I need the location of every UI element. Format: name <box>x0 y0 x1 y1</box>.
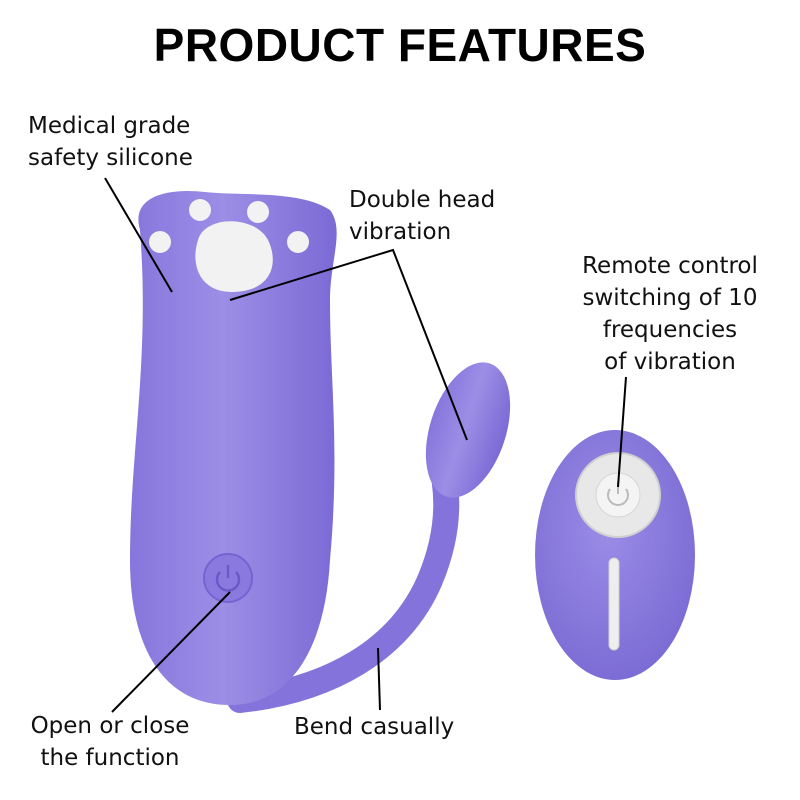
feature-remote-label: Remote control switching of 10 frequenci… <box>560 250 780 378</box>
label-line: the function <box>40 745 180 771</box>
feature-double-head-label: Double head vibration <box>349 184 495 248</box>
label-line: Double head <box>349 187 496 213</box>
label-line: Bend casually <box>294 714 455 740</box>
label-line: Open or close <box>30 713 190 739</box>
label-line: frequencies <box>602 317 738 343</box>
label-line: of vibration <box>604 349 736 375</box>
main-body <box>130 190 337 705</box>
feature-power-label: Open or close the function <box>10 710 210 774</box>
leader-lines <box>104 177 627 713</box>
label-line: safety silicone <box>28 145 193 171</box>
paw-print-icon <box>149 199 309 292</box>
feature-bend-label: Bend casually <box>294 711 454 743</box>
remote-indicator-slot <box>608 557 620 651</box>
label-line: Remote control <box>582 253 758 279</box>
page-title: PRODUCT FEATURES <box>153 19 647 71</box>
label-line: switching of 10 <box>582 285 758 311</box>
label-line: Medical grade <box>28 113 191 139</box>
power-button-icon[interactable] <box>203 553 253 603</box>
egg-head <box>425 362 511 498</box>
feature-silicone-label: Medical grade safety silicone <box>28 110 193 174</box>
remote-dial-icon[interactable] <box>575 452 661 538</box>
label-line: vibration <box>349 219 452 245</box>
